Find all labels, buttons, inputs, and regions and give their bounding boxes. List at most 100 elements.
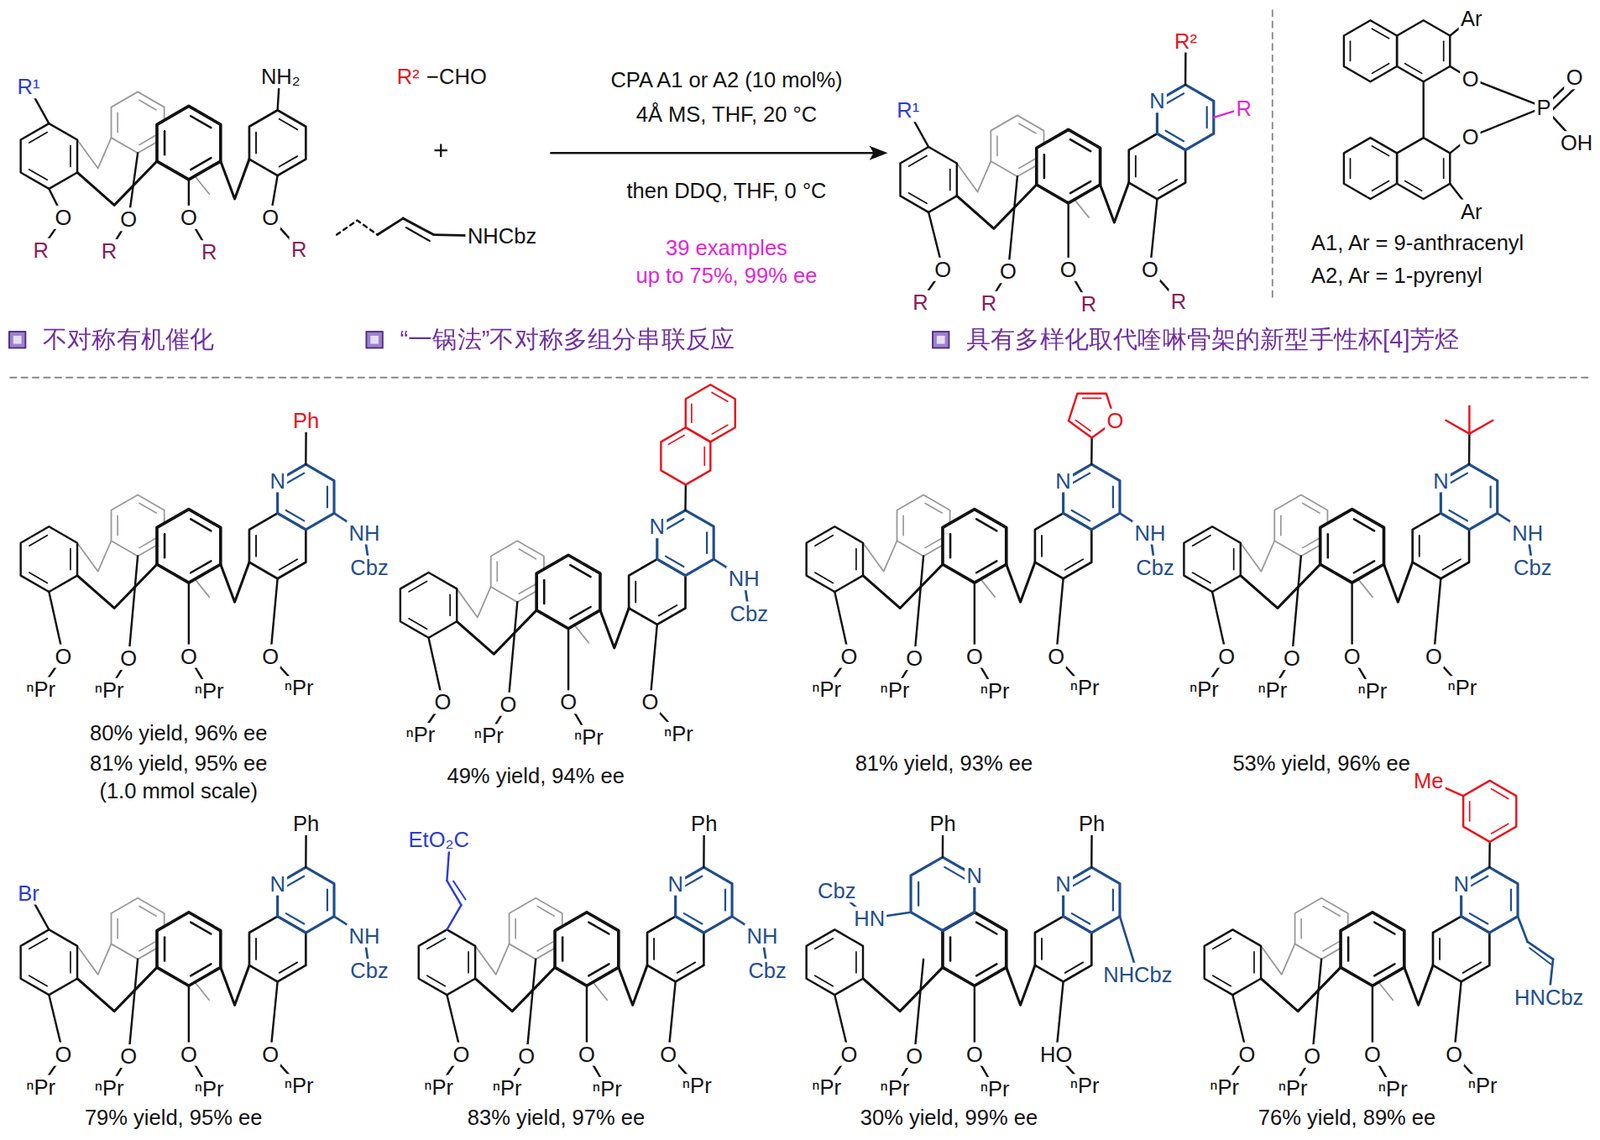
- bond-line: [190, 157, 211, 170]
- yield-text: (1.0 mmol scale): [97, 779, 261, 803]
- bond-line: [1192, 535, 1212, 546]
- bond-line: [139, 99, 157, 110]
- propyl-label: ⁿPr: [810, 1075, 844, 1099]
- atom-label: P: [1534, 95, 1553, 120]
- bullet-square: [9, 331, 26, 348]
- bond-line: [690, 403, 693, 423]
- bullet-square: [366, 331, 382, 348]
- reagent-label: −CHO: [424, 64, 490, 89]
- summary-text: 39 examples: [664, 235, 790, 260]
- bond-line: [815, 975, 834, 986]
- ring-outline: [1396, 20, 1450, 82]
- ring-outline: [899, 146, 957, 213]
- bond-line: [190, 115, 211, 128]
- bond-line: [1100, 183, 1130, 223]
- atom-label: O: [118, 207, 140, 231]
- bond-line: [449, 594, 451, 616]
- propyl-label: ⁿPr: [282, 675, 316, 700]
- bond-line: [77, 967, 157, 1011]
- bond-line: [543, 580, 546, 604]
- bond-line: [862, 540, 897, 571]
- bond-line: [190, 560, 211, 573]
- bond-line: [77, 161, 157, 205]
- atom-label: O: [838, 644, 860, 669]
- atom-label: O: [178, 205, 200, 230]
- nitrogen-label: N: [267, 468, 288, 492]
- nitrogen-label: N: [1147, 88, 1167, 113]
- bond-line: [1418, 535, 1421, 557]
- heteroatom-label: O: [1104, 408, 1126, 433]
- bond-line: [1354, 560, 1375, 573]
- propyl-label: ⁿPr: [679, 1073, 714, 1098]
- bond-line: [1233, 549, 1235, 570]
- ring-outline: [156, 105, 221, 180]
- ring-outline: [942, 509, 1007, 584]
- bond-line: [29, 572, 48, 583]
- yield-text: 81% yield, 93% ee: [852, 751, 1035, 775]
- bond-line: [507, 601, 518, 705]
- bond-line: [456, 610, 537, 654]
- atom-label: NH: [346, 520, 382, 544]
- ring-outline: [20, 123, 78, 189]
- bond-line: [668, 435, 685, 445]
- bond-line: [1075, 419, 1091, 431]
- atom-label: O: [1341, 644, 1363, 669]
- atom-label: O: [1281, 646, 1303, 670]
- ring-outline: [156, 912, 221, 987]
- nitrogen-label: N: [665, 872, 685, 896]
- bond-line: [408, 618, 428, 629]
- yield-text: 30% yield, 99% ee: [857, 1105, 1040, 1130]
- bond-line: [956, 184, 1037, 229]
- bond-line: [1070, 139, 1091, 152]
- propyl-label: ⁿPr: [1445, 675, 1480, 700]
- atom-label: O: [904, 646, 926, 670]
- bond-line: [684, 876, 703, 887]
- nitrogen-label: N: [1451, 872, 1471, 896]
- bond-line: [855, 549, 858, 570]
- atom-label: HN: [852, 906, 888, 931]
- yield-text: 83% yield, 97% ee: [465, 1105, 647, 1130]
- bond-line: [1260, 943, 1295, 974]
- ring-outline: [1035, 512, 1092, 579]
- bond-line: [1213, 975, 1232, 986]
- substituent-label: EtO₂C: [406, 827, 471, 852]
- condition-text: then DDQ, THF, 0 °C: [624, 178, 829, 203]
- propyl-label: ⁿPr: [810, 676, 844, 701]
- condition-text: CPA A1 or A2 (10 mol%): [608, 67, 845, 92]
- atom-label: O: [1045, 644, 1067, 669]
- substituent-label: R¹: [15, 74, 42, 99]
- substituent-label: Ph: [1077, 811, 1108, 836]
- bond-line: [855, 951, 858, 973]
- bond-line: [1371, 63, 1389, 74]
- atom-label: Cbz: [727, 601, 770, 626]
- propyl-label: ⁿPr: [1375, 1077, 1410, 1101]
- atom-label: O: [52, 644, 74, 669]
- ring-outline: [685, 384, 736, 442]
- bond-line: [1448, 473, 1468, 484]
- bond-line: [77, 540, 111, 571]
- bond-line: [1302, 502, 1320, 513]
- bond-line: [862, 564, 943, 608]
- atom-label: O: [998, 259, 1020, 283]
- propyl-label: ⁿPr: [92, 1076, 126, 1100]
- r-group-label: R: [1168, 289, 1188, 314]
- bond-line: [406, 227, 430, 241]
- bond-line: [220, 562, 250, 602]
- bond-line: [1040, 535, 1043, 557]
- bond-line: [1019, 158, 1036, 169]
- atom-label: NH: [744, 924, 780, 948]
- atom-label: Cbz: [746, 958, 789, 983]
- atom-label: O: [1563, 65, 1585, 89]
- bond-line: [1517, 916, 1528, 942]
- atom-label: NH₂: [258, 64, 303, 89]
- bond-line: [1300, 919, 1302, 939]
- atom-label: O: [432, 690, 454, 714]
- bond-line: [402, 218, 434, 235]
- bond-line: [1260, 967, 1341, 1011]
- atom-label: O: [1216, 644, 1238, 669]
- yield-text: 79% yield, 95% ee: [82, 1105, 264, 1130]
- feature-text: “一锅法”不对称多组分串联反应: [397, 326, 738, 354]
- feature-text: 不对称有机催化: [41, 326, 217, 354]
- r-group-label: R: [31, 238, 51, 262]
- substituent-label: Br: [15, 881, 42, 905]
